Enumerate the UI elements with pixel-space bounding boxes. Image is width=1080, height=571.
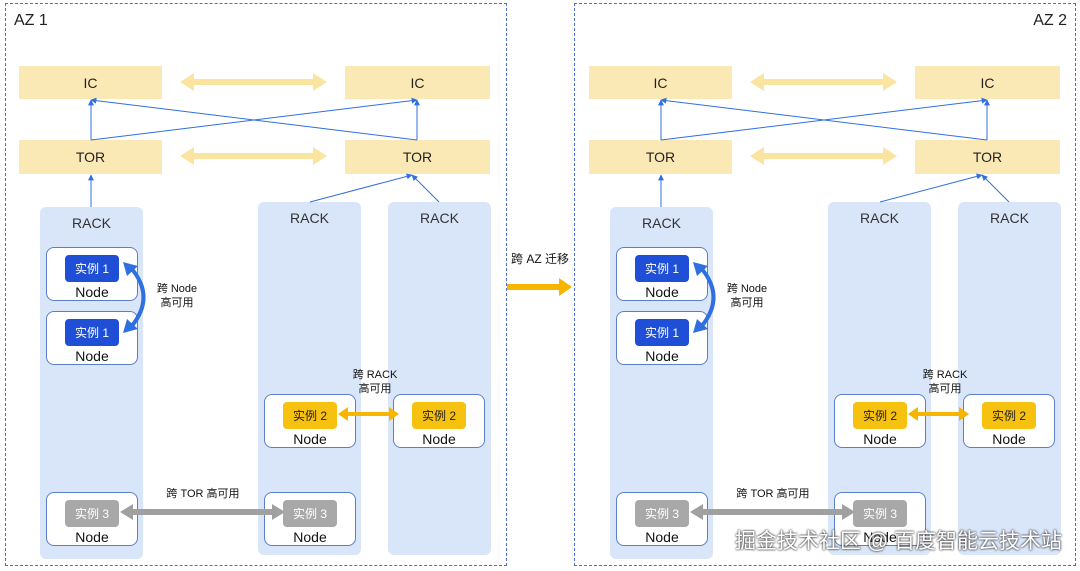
node-label: Node xyxy=(863,529,897,545)
node-label: Node xyxy=(863,431,897,447)
az2-node-1: 实例 1 Node xyxy=(616,247,708,301)
instance-1-badge: 实例 1 xyxy=(65,319,119,346)
instance-1-badge: 实例 1 xyxy=(635,255,689,282)
az2-cross-tor-label: 跨 TOR 高可用 xyxy=(736,488,810,500)
node-label: Node xyxy=(293,529,327,545)
instance-1-badge: 实例 1 xyxy=(65,255,119,282)
az2-tor-right: TOR xyxy=(915,140,1060,174)
tor-label: TOR xyxy=(972,149,1003,165)
az1-tor-right: TOR xyxy=(345,140,490,174)
instance-3-badge: 实例 3 xyxy=(283,500,337,527)
instance-2-badge: 实例 2 xyxy=(283,402,337,429)
az1-tor-double-arrow xyxy=(180,147,327,165)
tor-label: TOR xyxy=(75,149,106,165)
az2-node-2: 实例 1 Node xyxy=(616,311,708,365)
node-label: Node xyxy=(645,529,679,545)
instance-1-badge: 实例 1 xyxy=(635,319,689,346)
az1-ic-double-arrow xyxy=(180,73,327,91)
rack-label: RACK xyxy=(860,210,899,226)
instance-2-badge: 实例 2 xyxy=(982,402,1036,429)
ic-label: IC xyxy=(653,74,668,91)
instance-2-badge: 实例 2 xyxy=(412,402,466,429)
az1-cross-node-arrow xyxy=(123,262,146,333)
az1-cross-rack-label: 跨 RACK 高可用 xyxy=(345,368,405,396)
ic-label: IC xyxy=(83,74,98,91)
az1-node-1: 实例 1 Node xyxy=(46,247,138,301)
az1-tor-left: TOR xyxy=(19,140,162,174)
cross-rack-line2: 高可用 xyxy=(928,383,962,395)
node-label: Node xyxy=(75,284,109,300)
az1-node-3: 实例 2 Node xyxy=(264,394,356,448)
node-label: Node xyxy=(992,431,1026,447)
az2-tor-double-arrow xyxy=(750,147,897,165)
az-1-title: AZ 1 xyxy=(14,12,48,29)
az2-tor-ic-links xyxy=(658,97,1010,207)
az1-rack-3: RACK xyxy=(388,202,491,555)
cross-rack-line1: 跨 RACK xyxy=(352,369,398,381)
node-label: Node xyxy=(422,431,456,447)
az1-ic-left: IC xyxy=(19,66,162,99)
rack-label: RACK xyxy=(72,215,111,231)
instance-3-badge: 实例 3 xyxy=(853,500,907,527)
cross-node-line2: 高可用 xyxy=(160,297,194,309)
az1-ic-right: IC xyxy=(345,66,490,99)
node-label: Node xyxy=(293,431,327,447)
az-1-zone: AZ 1 xyxy=(5,3,507,566)
az1-cross-node-label: 跨 Node 高可用 xyxy=(152,282,202,310)
az-2-zone: AZ 2 xyxy=(574,3,1076,566)
az-2-title: AZ 2 xyxy=(1033,12,1067,29)
az1-node-5: 实例 3 Node xyxy=(46,492,138,546)
node-label: Node xyxy=(75,529,109,545)
az2-ic-right: IC xyxy=(915,66,1060,99)
cross-rack-line2: 高可用 xyxy=(358,383,392,395)
az1-node-2: 实例 1 Node xyxy=(46,311,138,365)
instance-3-badge: 实例 3 xyxy=(635,500,689,527)
az2-cross-node-arrow xyxy=(693,262,716,333)
ic-label: IC xyxy=(410,74,425,91)
az2-node-3: 实例 2 Node xyxy=(834,394,926,448)
cross-az-migration-label: 跨 AZ 迁移 xyxy=(510,252,569,266)
az2-cross-rack-arrow xyxy=(908,407,969,421)
rack-label: RACK xyxy=(420,210,459,226)
instance-2-badge: 实例 2 xyxy=(853,402,907,429)
instance-3-badge: 实例 3 xyxy=(65,500,119,527)
az2-ic-left: IC xyxy=(589,66,732,99)
cross-node-line1: 跨 Node xyxy=(156,283,198,295)
az2-ic-double-arrow xyxy=(750,73,897,91)
tor-label: TOR xyxy=(645,149,676,165)
az1-tor-ic-links xyxy=(88,97,440,207)
node-label: Node xyxy=(75,348,109,364)
cross-node-line1: 跨 Node xyxy=(726,283,768,295)
az1-cross-rack-arrow xyxy=(338,407,399,421)
az1-node-6: 实例 3 Node xyxy=(264,492,356,546)
az1-cross-tor-arrow xyxy=(120,504,285,520)
az1-cross-tor-label: 跨 TOR 高可用 xyxy=(166,488,240,500)
az2-cross-node-label: 跨 Node 高可用 xyxy=(722,282,772,310)
az2-node-5: 实例 3 Node xyxy=(616,492,708,546)
cross-node-line2: 高可用 xyxy=(730,297,764,309)
az2-tor-left: TOR xyxy=(589,140,732,174)
az2-rack-3: RACK xyxy=(958,202,1061,555)
ic-label: IC xyxy=(980,74,995,91)
az1-node-4: 实例 2 Node xyxy=(393,394,485,448)
az2-cross-tor-arrow xyxy=(690,504,855,520)
az2-node-4: 实例 2 Node xyxy=(963,394,1055,448)
cross-az-migration-arrow xyxy=(507,278,572,296)
az2-cross-rack-label: 跨 RACK 高可用 xyxy=(915,368,975,396)
node-label: Node xyxy=(645,348,679,364)
cross-rack-line1: 跨 RACK xyxy=(922,369,968,381)
rack-label: RACK xyxy=(290,210,329,226)
az2-node-6: 实例 3 Node xyxy=(834,492,926,546)
rack-label: RACK xyxy=(642,215,681,231)
tor-label: TOR xyxy=(402,149,433,165)
rack-label: RACK xyxy=(990,210,1029,226)
node-label: Node xyxy=(645,284,679,300)
watermark: 掘金技术社区 @ 百度智能云技术站 xyxy=(735,530,1062,553)
